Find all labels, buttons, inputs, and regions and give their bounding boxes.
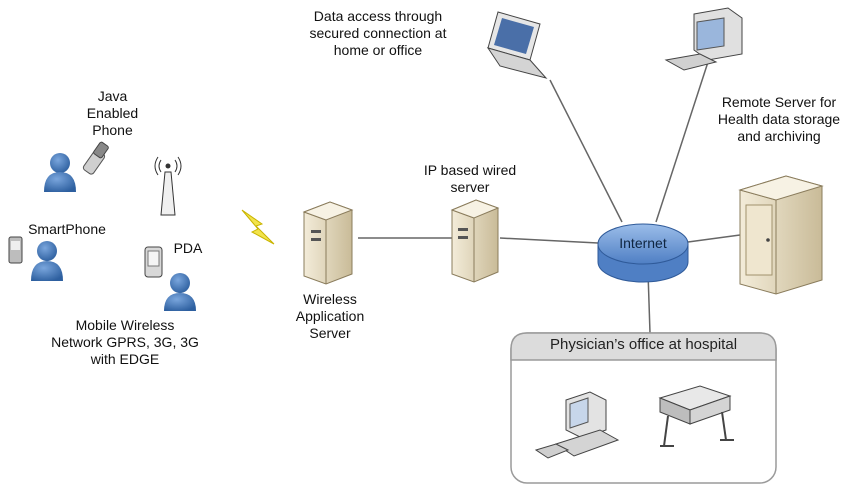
- connection-lines: [358, 61, 741, 334]
- physician-office-panel: [510, 332, 777, 484]
- laptop-icon: [486, 11, 548, 79]
- pda-label: PDA: [173, 240, 203, 256]
- internet-cloud-icon: [597, 223, 689, 283]
- physician-office-title: Physician’s office at hospital: [549, 336, 738, 353]
- mobile-network-label: Mobile Wireless Network GPRS, 3G, 3G wit…: [51, 317, 199, 367]
- link-internet-to-laptop: [549, 79, 623, 223]
- internet-label: Internet: [619, 235, 667, 251]
- user-icon: [31, 241, 63, 281]
- remote-server-icon: [738, 175, 824, 295]
- link-internet-to-desktop: [655, 61, 709, 223]
- user-icon: [44, 153, 76, 192]
- wireless-server-label: Wireless Application Server: [295, 291, 365, 341]
- server-icon: [450, 199, 500, 283]
- ip-server-label: IP based wired server: [423, 162, 517, 195]
- user-icon: [164, 273, 196, 311]
- plotter-icon: [658, 385, 734, 447]
- lightning-icon: [241, 209, 275, 245]
- java-phone-label: Java Enabled Phone: [86, 88, 139, 138]
- antenna-icon: [154, 156, 182, 216]
- phone-icon: [82, 141, 109, 175]
- workstation-icon: [534, 391, 620, 459]
- smartphone-icon: [8, 236, 23, 264]
- pda-icon: [144, 246, 163, 278]
- remote-server-label: Remote Server for Health data storage an…: [717, 94, 841, 144]
- data-access-label: Data access through secured connection a…: [309, 8, 447, 58]
- server-icon: [302, 201, 354, 285]
- link-ip-to-internet: [499, 237, 599, 244]
- desktop-icon: [664, 7, 743, 71]
- link-internet-to-remote-server: [687, 234, 741, 243]
- smartphone-label: SmartPhone: [28, 221, 106, 237]
